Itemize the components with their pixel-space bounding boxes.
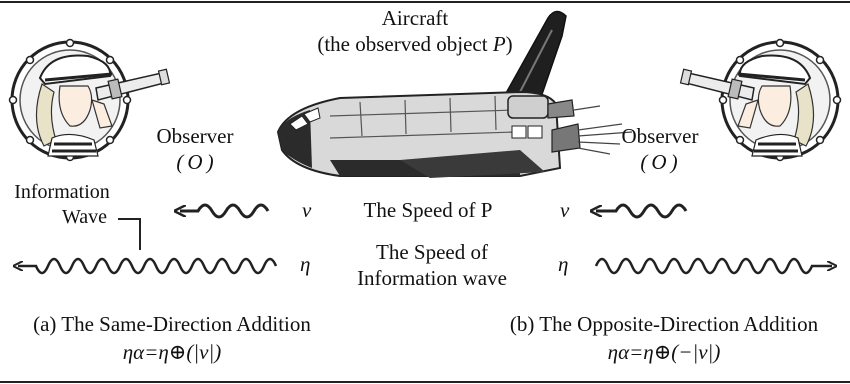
speed-info-symbol-right: η xyxy=(558,252,569,276)
speed-p-symbol-right: v xyxy=(560,198,570,222)
caption-a-title: (a) The Same-Direction Addition xyxy=(33,312,311,336)
label-connector xyxy=(118,218,141,250)
speed-info-symbol-left: η xyxy=(300,252,311,276)
wave-arrow-icon xyxy=(180,203,270,219)
wave-arrow-icon xyxy=(594,257,832,275)
space-shuttle-icon xyxy=(276,10,633,178)
info-wave-label-line1: Information xyxy=(14,181,110,203)
speed-info-label-line1: The Speed of xyxy=(376,240,488,264)
observer-left-label: Observer xyxy=(156,124,234,148)
caption-b-formula: ηα=η⊕(−|v|) xyxy=(607,340,721,364)
speed-p-symbol-left: v xyxy=(302,198,312,222)
aircraft-sublabel: (the observed object P) xyxy=(317,32,513,56)
observer-right-icon xyxy=(679,38,842,162)
observer-right-label: Observer xyxy=(621,124,699,148)
caption-a-formula: ηα=η⊕(|v|) xyxy=(122,340,222,364)
bottom-rule xyxy=(0,381,850,383)
observer-right-symbol: (O) xyxy=(640,150,682,174)
observer-left-symbol: (O) xyxy=(176,150,218,174)
aircraft-label: Aircraft xyxy=(381,6,449,30)
wave-arrow-icon xyxy=(18,257,278,275)
caption-b-title: (b) The Opposite-Direction Addition xyxy=(509,312,819,336)
speed-info-label-line2: Information wave xyxy=(357,266,507,290)
observer-left-icon xyxy=(8,38,132,162)
telescope-left-icon xyxy=(95,68,171,101)
top-rule xyxy=(0,1,850,3)
info-wave-label-line2: Wave xyxy=(62,206,108,228)
speed-p-label: The Speed of P xyxy=(363,198,493,222)
wave-arrow-icon xyxy=(596,203,688,219)
